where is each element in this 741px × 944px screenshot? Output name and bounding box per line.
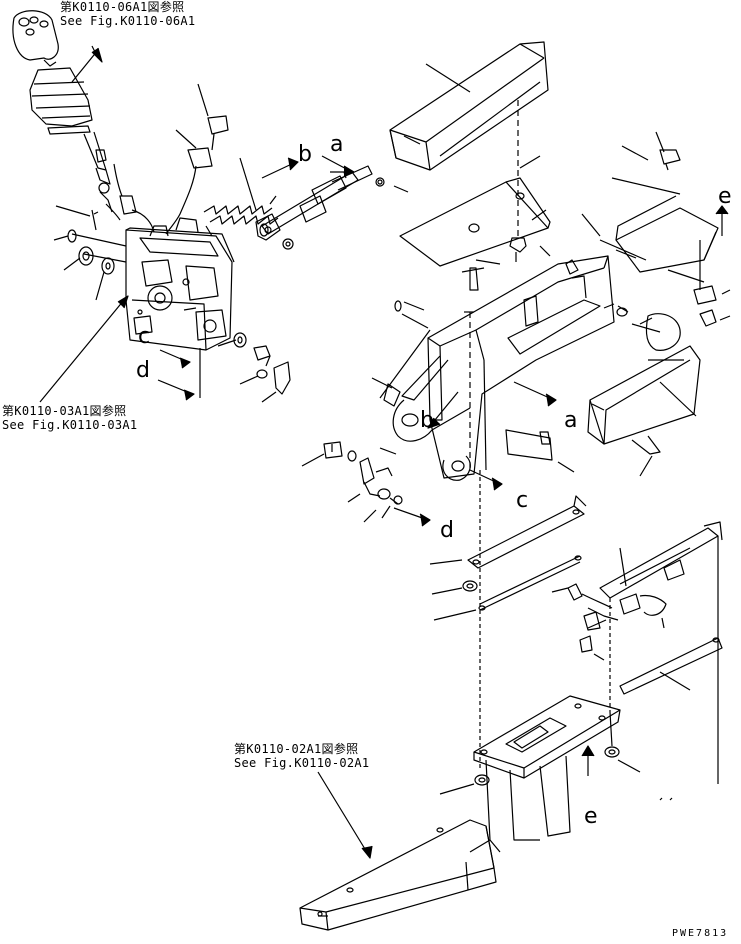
callout-b-middle: b <box>420 408 434 433</box>
reference-leaders <box>39 45 373 859</box>
joystick-lever <box>12 10 121 221</box>
callout-e-bottom: e <box>584 804 598 829</box>
cable-actuator <box>551 521 723 661</box>
valve-fasteners <box>53 205 127 301</box>
reference-en: See Fig.K0110-03A1 <box>2 418 138 432</box>
mounting-plates <box>429 470 587 770</box>
top-cover <box>389 41 549 171</box>
shaft-assembly <box>255 165 409 250</box>
callout-e-right: e <box>718 184 732 209</box>
wire-harness <box>113 83 229 235</box>
callout-d-middle: d <box>440 518 454 543</box>
reference-label-fig-06a1: 第K0110-06A1図参照 See Fig.K0110-06A1 <box>60 0 195 28</box>
knob <box>631 313 681 351</box>
reference-label-fig-03a1: 第K0110-03A1図参照 See Fig.K0110-03A1 <box>2 404 137 432</box>
cover-plate <box>399 100 551 291</box>
side-bracket <box>581 131 731 327</box>
callout-c-left: c <box>138 324 151 349</box>
control-valve <box>125 217 235 351</box>
main-bracket <box>371 255 629 481</box>
callout-d-left: d <box>136 358 150 383</box>
callout-b-top: b <box>298 142 312 167</box>
callout-arrows <box>157 155 729 776</box>
valve-knobs <box>217 332 291 403</box>
linkage-parts <box>301 441 403 523</box>
reference-jp: 第K0110-06A1図参照 <box>60 0 185 14</box>
base-frame <box>299 695 673 931</box>
springs <box>203 157 279 237</box>
callout-c-middle: c <box>516 488 529 513</box>
lower-plate <box>609 536 723 784</box>
side-duct <box>587 345 701 477</box>
reference-label-fig-02a1: 第K0110-02A1図参照 See Fig.K0110-02A1 <box>234 742 369 770</box>
reference-en: See Fig.K0110-02A1 <box>234 756 370 770</box>
reference-en: See Fig.K0110-06A1 <box>60 14 196 28</box>
reference-jp: 第K0110-03A1図参照 <box>2 404 127 418</box>
callout-a-right: a <box>564 408 578 433</box>
drawing-code: PWE7813 <box>672 928 729 939</box>
callout-a-top: a <box>330 132 344 157</box>
reference-jp: 第K0110-02A1図参照 <box>234 742 359 756</box>
